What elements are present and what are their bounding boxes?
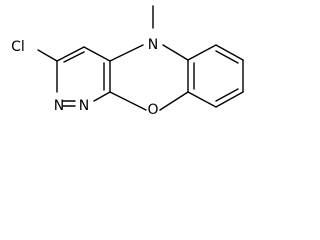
bond-c9-n5 <box>109 44 144 62</box>
atom-label-cl: Cl <box>11 39 25 55</box>
atom-label-n-methyl: N <box>148 37 158 53</box>
bond-c7-c9 <box>83 46 111 62</box>
bond-c10-n2 <box>93 91 111 102</box>
bond-c3-c4 <box>215 91 244 108</box>
bond-n5-c4a <box>162 44 189 61</box>
bond-c1-c2 <box>215 44 244 61</box>
atom-label-o-bridge: O <box>147 102 158 118</box>
bond-c4-c10a <box>187 91 217 108</box>
bond-c1-c2-inner <box>215 50 239 64</box>
bond-c8-cl <box>37 49 58 62</box>
atom-label-n-ring-1: N <box>54 98 64 114</box>
chemical-structure-diagram: Cl N N N O <box>0 0 259 131</box>
bond-c10-o <box>109 91 147 111</box>
atom-label-group: Cl N N N O <box>11 37 158 118</box>
bond-c3-c4-inner <box>215 88 239 102</box>
bond-c8-c7 <box>56 46 85 62</box>
bond-o-c10a <box>159 91 189 111</box>
atom-label-n-ring-2: N <box>79 98 89 114</box>
bond-c4a-c1 <box>187 44 217 61</box>
bond-c8-c7-inner <box>63 51 85 63</box>
molecule-drawing: Cl N N N O <box>11 5 244 118</box>
bond-group <box>37 5 244 111</box>
